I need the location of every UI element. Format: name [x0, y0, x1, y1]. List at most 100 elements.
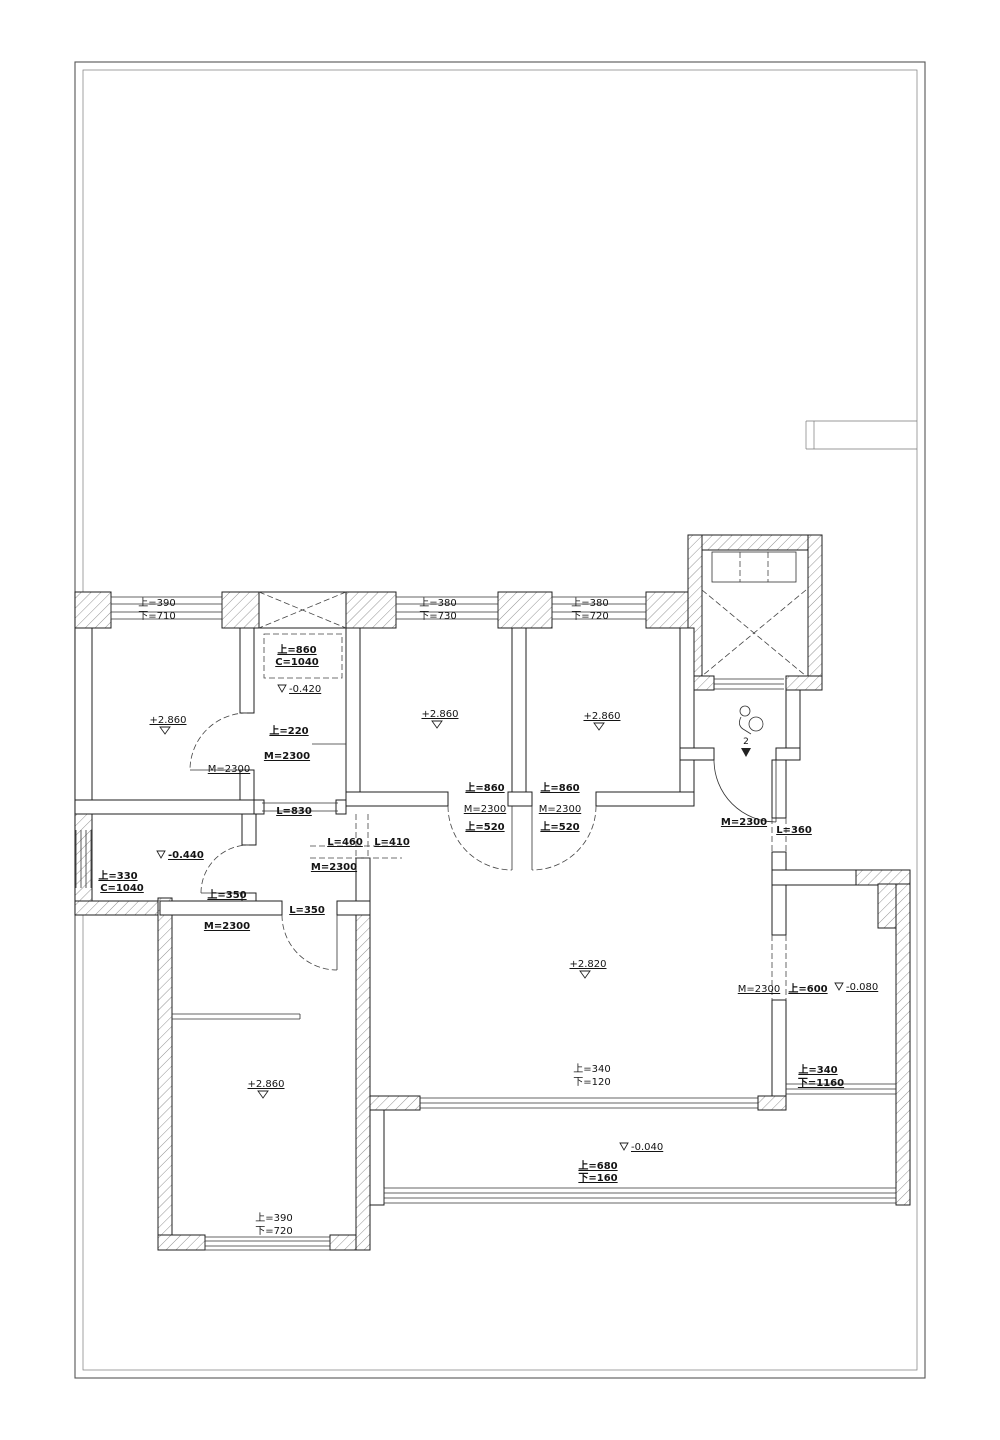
label-opening-l360: L=360: [776, 825, 812, 836]
wall-segment: [336, 900, 371, 916]
boundary-jog: [805, 420, 917, 450]
partition-walls: [74, 591, 857, 1206]
level-triangle: [257, 1090, 269, 1099]
label-window-tl-sill: 上=390: [138, 597, 175, 609]
entry-direction-marker: 2: [741, 737, 751, 757]
label-window-tr-head: 下=720: [571, 611, 608, 622]
level-triangle: [593, 722, 605, 731]
overhead-cabinet: [263, 633, 343, 679]
label-balconywin-head: 下=160: [578, 1172, 617, 1184]
label-level-bedroom3: +2.860: [583, 711, 620, 722]
window-bathroom: [75, 830, 92, 888]
wall-segment: [74, 805, 93, 916]
wall-segment: [771, 759, 787, 819]
label-window-tm-head: 下=730: [419, 611, 456, 622]
wall-segment: [507, 791, 533, 807]
label-bed3-door-height: M=2300: [539, 804, 581, 815]
entry-wall-stub: [679, 747, 715, 761]
level-triangle: [277, 684, 287, 693]
label-bed2-door-height: M=2300: [464, 804, 506, 815]
wall-segment: [369, 1095, 421, 1111]
label-sill-600: 上=600: [788, 982, 827, 995]
label-sill-220: 上=220: [269, 724, 308, 737]
window-top-middle: [395, 596, 499, 620]
label-door-height-dining: M=2300: [738, 984, 780, 995]
level-triangle: [579, 970, 591, 979]
wall-segment: [355, 897, 371, 1251]
door-arc-bedroom3: [531, 805, 597, 871]
wall-segment: [239, 627, 255, 714]
label-opening-l410: L=410: [374, 837, 410, 848]
figure-wheel: [748, 716, 764, 732]
wall-segment: [355, 857, 371, 902]
opening-l830: [262, 802, 338, 812]
wall-segment: [157, 1234, 206, 1251]
door-arc-bathroom: [200, 844, 250, 894]
elevator-car-lines: [739, 552, 769, 582]
door-arc-bedroom4: [281, 914, 338, 971]
label-window-bl-head: 下=720: [255, 1226, 292, 1237]
label-bathwindow-sill: 上=330: [98, 869, 137, 882]
label-window-bl-sill: 上=390: [255, 1212, 292, 1224]
wall-segment: [74, 900, 161, 916]
label-bed3-sill: 上=860: [540, 781, 579, 794]
wall-segment: [74, 799, 257, 815]
windows: [75, 596, 897, 1251]
entry-wall-stub: [775, 747, 801, 761]
window-dining-balcony: [786, 1083, 896, 1095]
lobby-figure-icon: [739, 705, 764, 735]
elevator-car: [711, 551, 797, 583]
figure-body: [739, 716, 752, 735]
wall-segment: [645, 591, 695, 629]
window-living-balcony: [420, 1097, 758, 1109]
wall-segment: [221, 591, 260, 629]
label-level-bedroom2: +2.860: [421, 709, 458, 720]
window-top-right: [551, 596, 647, 620]
label-sill-350: 上=350: [207, 888, 246, 901]
elevator-door: [714, 678, 784, 690]
wall-segment: [497, 591, 553, 629]
wall-segment: [369, 1109, 385, 1206]
wall-segment: [345, 791, 449, 807]
elevator: [701, 551, 807, 677]
wall-segment: [157, 897, 173, 1251]
label-level-dining: -0.080: [846, 982, 878, 993]
elevator-cross: [701, 589, 807, 677]
entry-number: 2: [743, 737, 749, 747]
dashed-openings: [172, 591, 787, 1020]
level-triangle: [834, 982, 844, 991]
wall-segment: [595, 791, 695, 807]
label-level-bedroom1: +2.860: [149, 715, 186, 726]
wall-segment: [159, 900, 283, 916]
label-opening-l830: L=830: [276, 806, 312, 817]
elevator-wall: [687, 534, 823, 551]
window-balcony-rail: [383, 1187, 897, 1204]
wall-segment: [679, 627, 695, 807]
label-bed3-low: 上=520: [540, 820, 579, 833]
wall-segment: [74, 627, 93, 807]
wall-segment: [74, 591, 112, 629]
label-bed2-sill: 上=860: [465, 781, 504, 794]
label-balconydoor-head: 下=120: [573, 1077, 610, 1088]
wall-segment: [771, 851, 787, 936]
label-balconywin-sill: 上=680: [578, 1159, 617, 1172]
figure-head: [739, 705, 751, 717]
wall-segment: [771, 869, 857, 886]
structural-walls: [74, 534, 911, 1251]
wall-segment: [895, 883, 911, 1206]
wall-segment: [335, 799, 347, 815]
label-level-balcony: -0.040: [631, 1142, 663, 1153]
flue-cross: [258, 591, 347, 629]
level-symbols: [156, 684, 844, 1151]
door-entry: [713, 759, 777, 823]
wall-segment: [771, 999, 787, 1097]
level-triangle: [159, 726, 171, 735]
doors: [189, 712, 777, 971]
window-top-left: [110, 596, 223, 620]
label-level-bedroom4: +2.860: [247, 1079, 284, 1090]
wall-segment: [511, 627, 527, 793]
label-diningpass-head: 下=1160: [798, 1077, 844, 1089]
label-balconydoor-sill: 上=340: [573, 1063, 610, 1075]
